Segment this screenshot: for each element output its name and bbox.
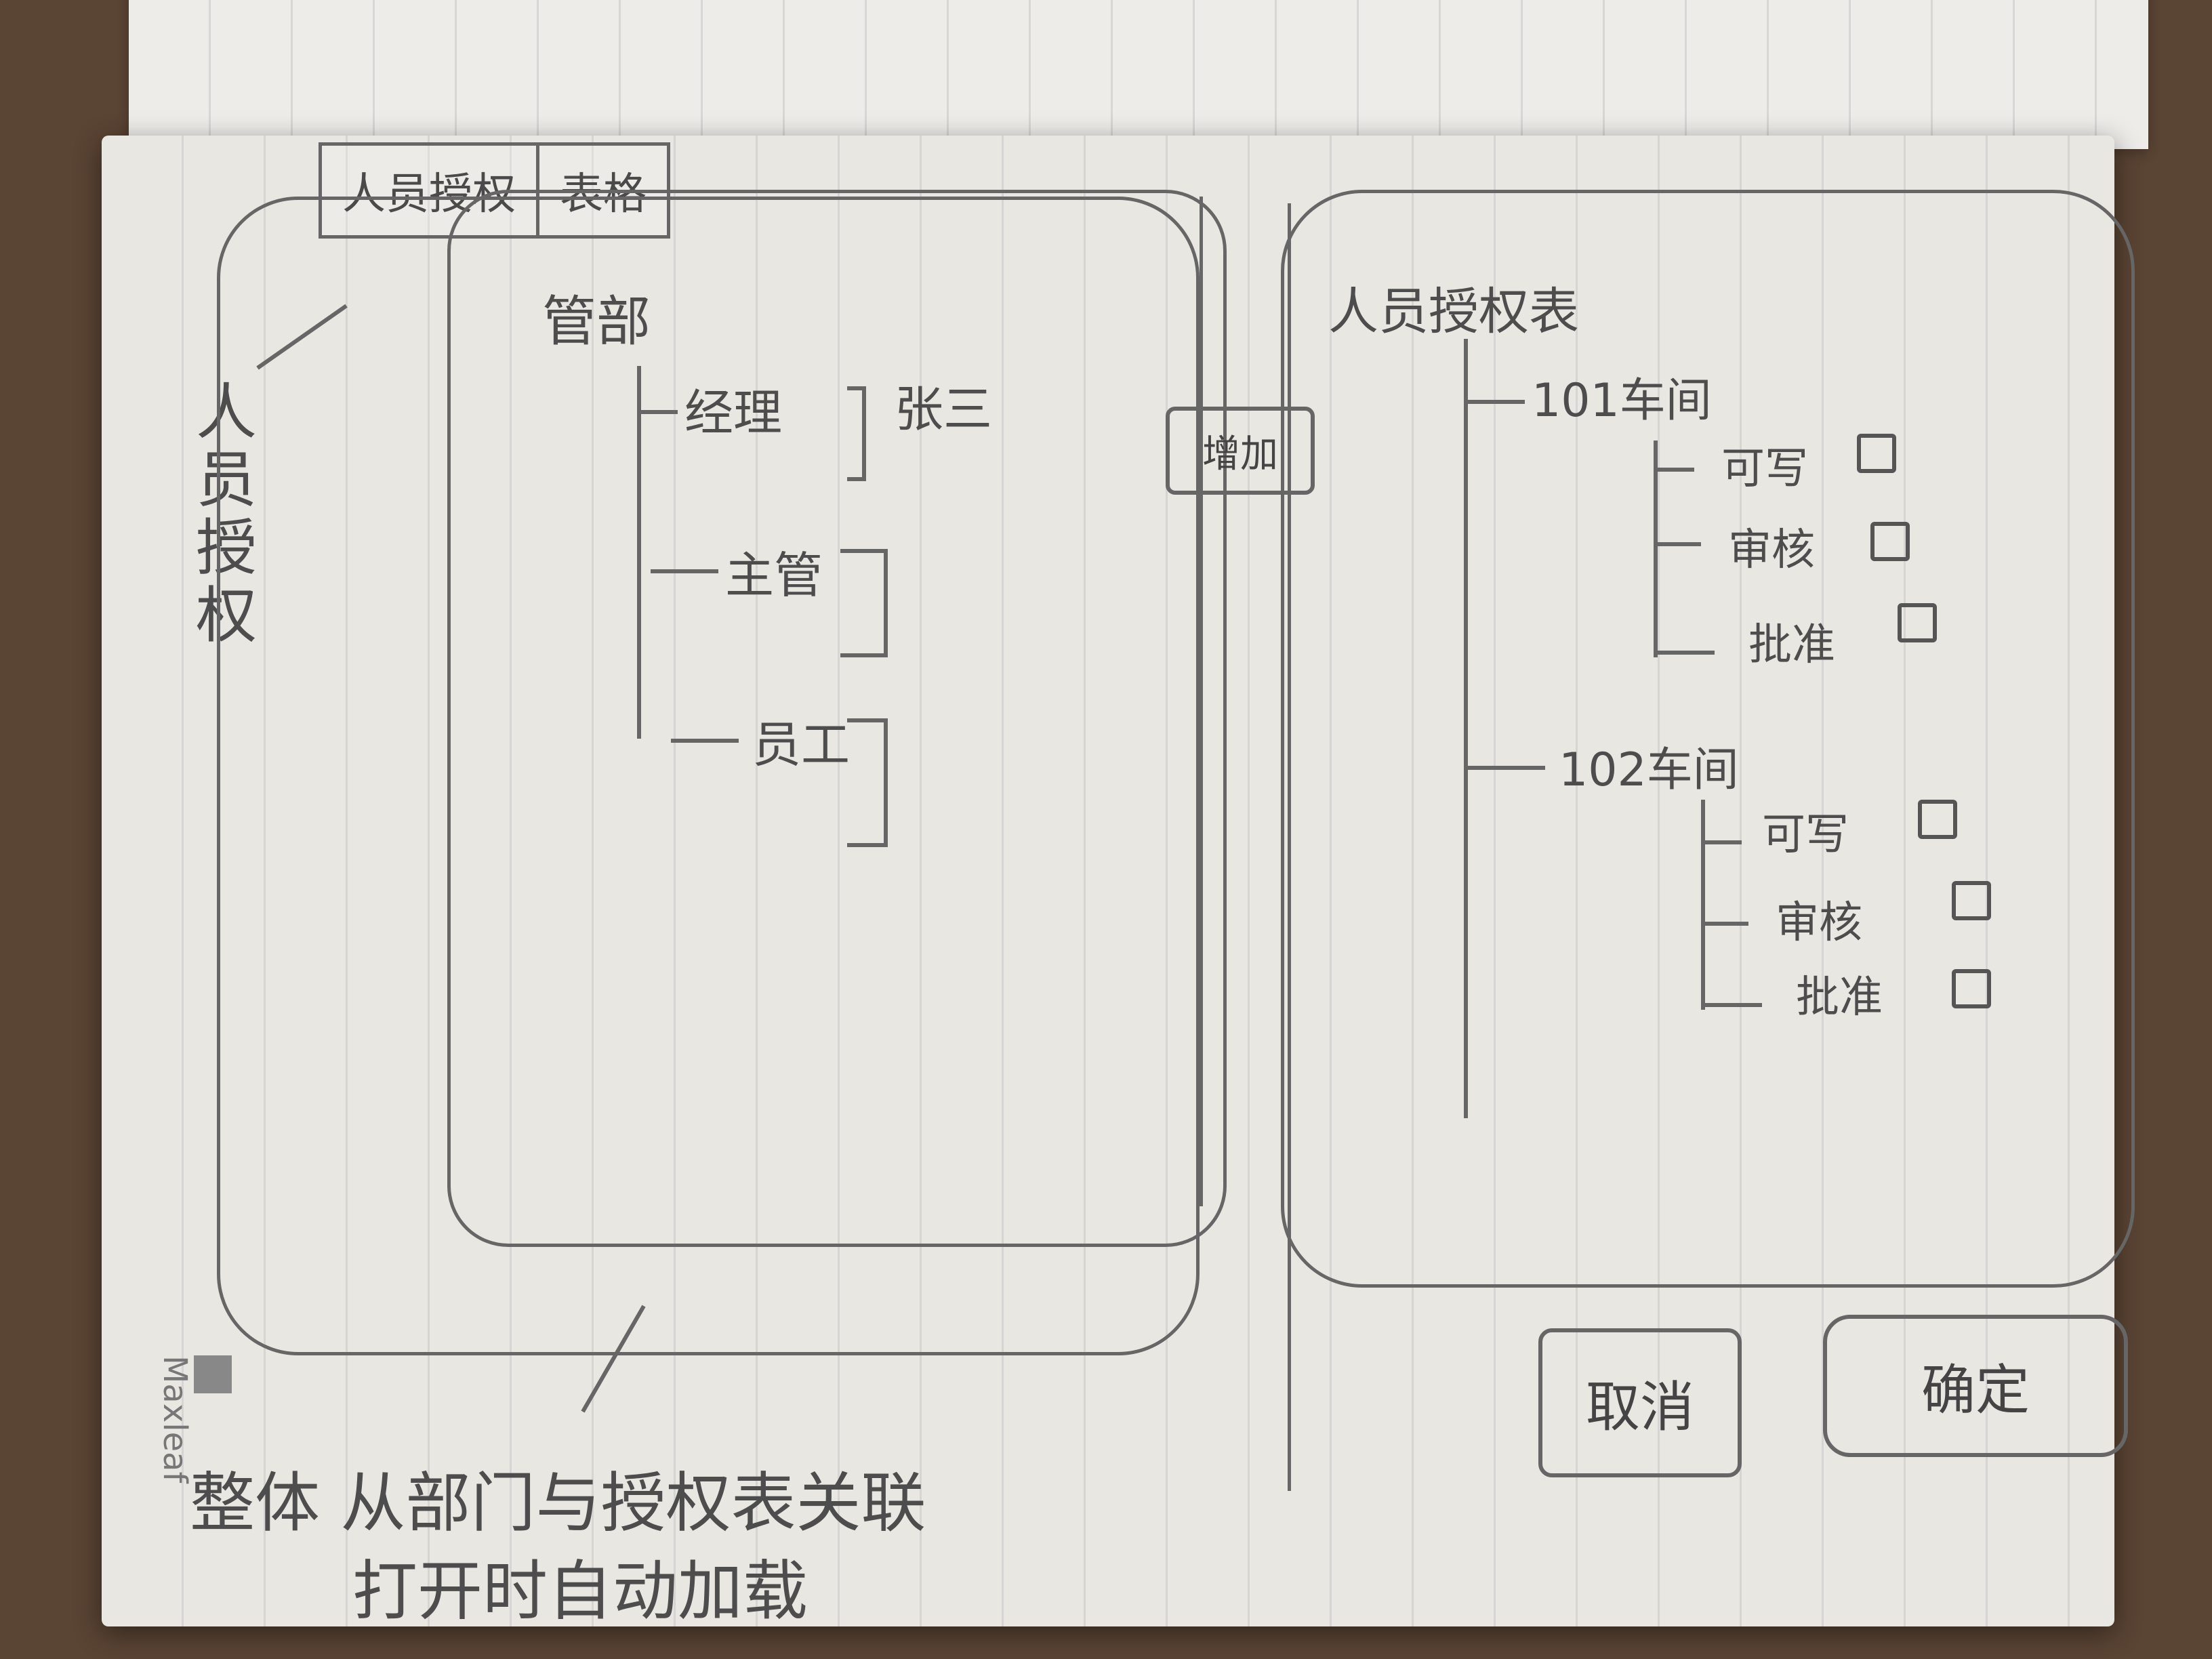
maxleaf-logo-icon (194, 1355, 232, 1393)
w101-review-label: 审核 (1728, 525, 1815, 575)
w102-write-branch (1701, 840, 1742, 844)
w102-review-checkbox[interactable] (1952, 881, 1991, 920)
tree-node-supervisor[interactable]: 主管 (725, 547, 823, 604)
w101-write-checkbox[interactable] (1857, 434, 1896, 473)
tree-root-label[interactable]: 管部 (542, 290, 651, 353)
w101-write-branch (1654, 468, 1694, 472)
w101-review-branch (1654, 542, 1701, 546)
authorization-panel (447, 190, 1227, 1247)
employee-members-bracket (847, 718, 888, 847)
w101-approve-label: 批准 (1748, 620, 1835, 670)
tree-branch-manager (637, 410, 678, 414)
notebook-top-page (129, 0, 2148, 149)
auth-tree-connector (1464, 339, 1468, 1118)
tree-member-zhangsan[interactable]: 张三 (895, 381, 993, 438)
w101-approve-checkbox[interactable] (1898, 603, 1937, 642)
w102-write-checkbox[interactable] (1918, 800, 1957, 839)
auth-table-title: 人员授权表 (1328, 283, 1579, 341)
notebook-page (102, 136, 2114, 1626)
bottom-note-line1: 整体 从部门与授权表关联 (190, 1465, 926, 1541)
supervisor-members-bracket (840, 549, 888, 657)
w102-approve-label: 批准 (1796, 972, 1883, 1023)
panel-divider (1200, 197, 1203, 1206)
workshop-101-connector (1654, 441, 1658, 657)
w101-approve-branch (1654, 651, 1715, 655)
workshop-102-branch (1464, 766, 1545, 770)
w102-review-label: 审核 (1776, 898, 1862, 948)
workshop-101-label[interactable]: 101车间 (1532, 374, 1712, 428)
bottom-note-line2: 打开时自动加载 (352, 1553, 808, 1629)
tree-node-employee[interactable]: 员工 (752, 716, 851, 773)
manager-members-bracket (847, 386, 866, 481)
confirm-button[interactable]: 确定 (1823, 1315, 2128, 1457)
maxleaf-watermark: Maxleaf (156, 1355, 232, 1483)
tree-connector (637, 366, 641, 739)
w101-write-label: 可写 (1721, 444, 1808, 494)
w102-approve-checkbox[interactable] (1952, 969, 1991, 1008)
panel-divider-right (1288, 203, 1291, 1491)
side-note-text: 人员授权 (185, 380, 256, 651)
tree-branch-employee (671, 739, 739, 743)
workshop-102-connector (1701, 800, 1705, 1010)
watermark-text: Maxleaf (156, 1355, 194, 1483)
w102-review-branch (1701, 922, 1748, 926)
tree-node-manager[interactable]: 经理 (684, 384, 783, 441)
workshop-101-branch (1464, 400, 1525, 404)
cancel-button[interactable]: 取消 (1538, 1328, 1742, 1477)
w101-review-checkbox[interactable] (1870, 522, 1910, 561)
authorization-panel-outer (217, 197, 1200, 1355)
tree-branch-supervisor (651, 569, 718, 573)
add-button[interactable]: 增加 (1166, 407, 1315, 495)
w102-write-label: 可写 (1762, 810, 1849, 860)
workshop-102-label[interactable]: 102车间 (1559, 743, 1739, 797)
authorization-table-panel (1281, 190, 2135, 1288)
w102-approve-branch (1701, 1003, 1762, 1007)
